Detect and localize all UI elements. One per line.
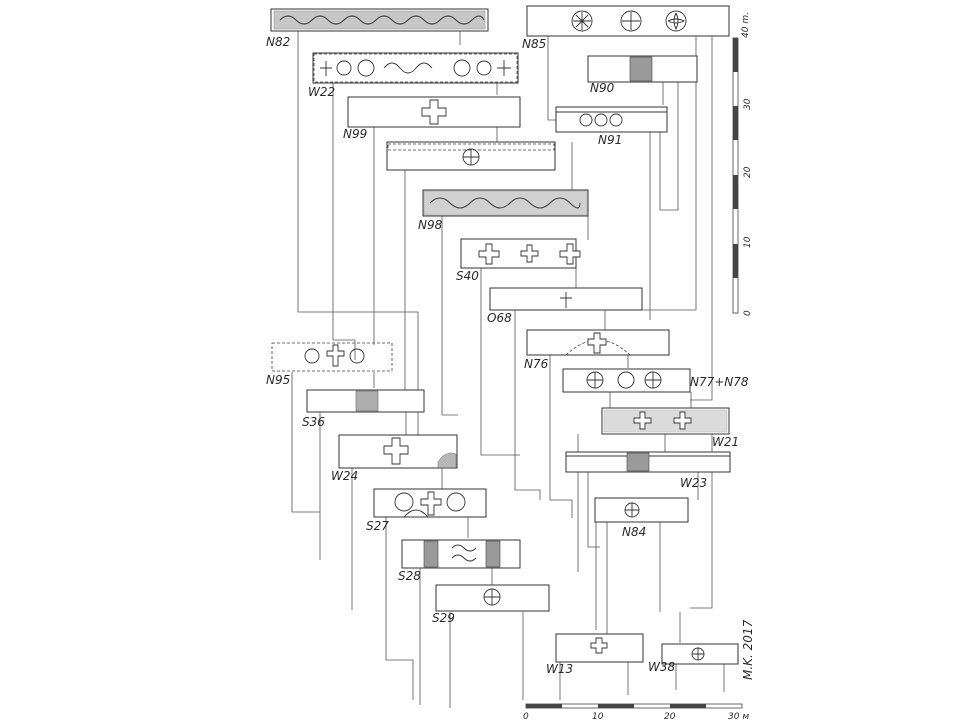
label-s28: S28	[398, 569, 421, 583]
label-n76: N76	[524, 357, 549, 371]
label-n98: N98	[418, 218, 443, 232]
label-n85: N85	[522, 37, 546, 51]
vscale-tick-40: 40 m.	[741, 12, 751, 38]
label-n84: N84	[622, 525, 646, 539]
slab-n76: N76	[524, 329, 670, 371]
vertical-scale: 40 m. 30 20 10 0	[732, 12, 753, 316]
slab-w23: W23	[565, 451, 731, 490]
label-n95: N95	[266, 373, 290, 387]
slab-w13: W13	[546, 633, 644, 676]
slab-s36: S36	[302, 389, 425, 429]
label-n77n78: N77+N78	[690, 375, 749, 389]
vscale-tick-10: 10	[743, 236, 753, 248]
label-n99: N99	[343, 127, 367, 141]
slab-n95: N95	[266, 342, 393, 387]
label-n82: N82	[266, 35, 290, 49]
slab-w38: W38	[648, 643, 739, 674]
label-w22: W22	[308, 85, 335, 99]
hscale-tick-20: 20	[664, 712, 676, 720]
label-n90: N90	[590, 81, 615, 95]
slab-n98: N98	[418, 189, 589, 232]
slab-unlabeled	[386, 141, 556, 171]
slab-w21: W21	[601, 407, 739, 449]
label-o68: O68	[487, 311, 512, 325]
hscale-tick-10: 10	[592, 712, 604, 720]
label-w24: W24	[331, 469, 358, 483]
label-s27: S27	[366, 519, 389, 533]
hscale-tick-30: 30 м	[728, 712, 749, 720]
slab-s28: S28	[398, 539, 521, 583]
label-w23: W23	[680, 476, 707, 490]
slab-n84: N84	[594, 497, 689, 539]
label-s29: S29	[432, 611, 455, 625]
slab-s40: S40	[456, 238, 581, 283]
slab-w24: W24	[331, 434, 458, 483]
slab-n82: N82	[266, 8, 489, 49]
slab-s29: S29	[432, 584, 550, 625]
slab-n99: N99	[343, 96, 521, 141]
slab-w22: W22	[308, 52, 519, 99]
hscale-tick-0: 0	[523, 712, 529, 720]
vscale-tick-0: 0	[743, 310, 753, 316]
label-s36: S36	[302, 415, 325, 429]
leader-lines	[291, 30, 725, 708]
slab-o68: O68	[487, 287, 643, 325]
slab-n90: N90	[587, 55, 698, 95]
vscale-tick-30: 30	[743, 98, 753, 110]
slab-s27: S27	[366, 488, 487, 533]
label-w38: W38	[648, 660, 676, 674]
horizontal-scale: 0 10 20 30 м	[523, 703, 749, 720]
vscale-tick-20: 20	[743, 166, 753, 178]
label-n91: N91	[598, 133, 622, 147]
label-s40: S40	[456, 269, 479, 283]
label-w13: W13	[546, 662, 573, 676]
slab-n77n78: N77+N78	[562, 368, 749, 393]
label-w21: W21	[712, 435, 739, 449]
slab-n85: N85	[522, 5, 730, 51]
author-signature: M.K. 2017	[741, 619, 755, 680]
slab-n91: N91	[555, 106, 668, 147]
